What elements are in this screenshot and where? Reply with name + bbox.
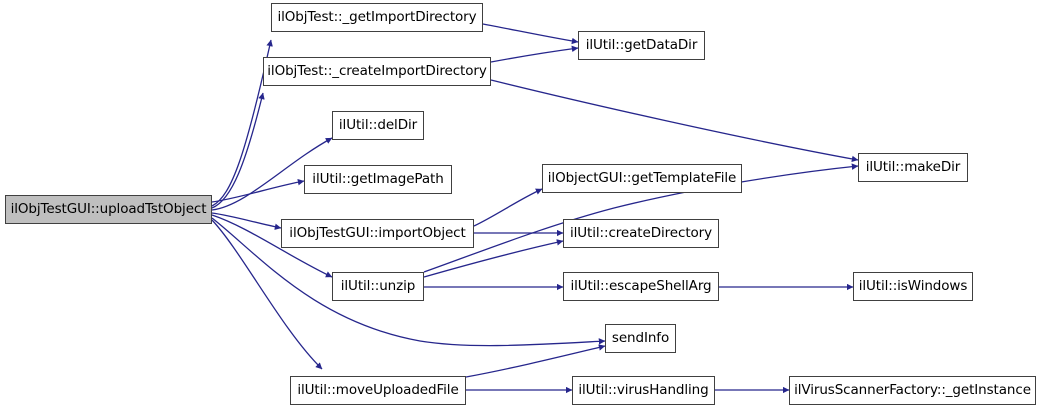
call-edge-createImportDirectory-to-makeDir — [490, 79, 859, 163]
graph-node-getImportDirectory[interactable]: ilObjTest::_getImportDirectory — [271, 3, 483, 32]
graph-node-importObject[interactable]: ilObjTestGUI::importObject — [281, 219, 474, 248]
call-edge-unzip-to-createDirectory — [423, 239, 564, 278]
call-edge-importObject-to-getTemplateFile — [473, 188, 543, 227]
graph-node-uploadTstObject[interactable]: ilObjTestGUI::uploadTstObject — [5, 195, 212, 224]
graph-node-createDirectory[interactable]: ilUtil::createDirectory — [563, 219, 719, 248]
graph-node-sendInfo[interactable]: sendInfo — [605, 324, 676, 353]
call-edge-unzip-to-makeDir — [423, 163, 859, 273]
graph-node-virusHandling[interactable]: ilUtil::virusHandling — [572, 376, 715, 405]
call-edge-uploadTstObject-to-sendInfo — [211, 217, 606, 347]
graph-node-unzip[interactable]: ilUtil::unzip — [332, 272, 424, 301]
graph-node-getInstance[interactable]: ilVirusScannerFactory::_getInstance — [789, 376, 1036, 405]
call-edge-getImportDirectory-to-getDataDir — [482, 23, 579, 45]
call-edge-uploadTstObject-to-unzip — [211, 214, 333, 278]
graph-node-getDataDir[interactable]: ilUtil::getDataDir — [578, 31, 705, 60]
graph-node-moveUploadedFile[interactable]: ilUtil::moveUploadedFile — [290, 376, 466, 405]
graph-node-getTemplateFile[interactable]: ilObjectGUI::getTemplateFile — [542, 164, 742, 193]
graph-node-escapeShellArg[interactable]: ilUtil::escapeShellArg — [563, 272, 719, 301]
call-edge-uploadTstObject-to-createImportDirectory — [211, 92, 265, 209]
graph-node-isWindows[interactable]: ilUtil::isWindows — [853, 272, 973, 301]
call-edge-uploadTstObject-to-moveUploadedFile — [211, 219, 323, 370]
call-edge-uploadTstObject-to-delDir — [211, 137, 333, 211]
graph-node-makeDir[interactable]: ilUtil::makeDir — [858, 153, 968, 182]
call-edge-createImportDirectory-to-getDataDir — [490, 45, 579, 63]
graph-node-getImagePath[interactable]: ilUtil::getImagePath — [304, 165, 452, 194]
call-edge-uploadTstObject-to-getImagePath — [211, 178, 305, 203]
call-edge-moveUploadedFile-to-sendInfo — [465, 344, 606, 378]
graph-node-delDir[interactable]: ilUtil::delDir — [332, 111, 424, 140]
call-edge-uploadTstObject-to-importObject — [211, 212, 282, 230]
graph-node-createImportDirectory[interactable]: ilObjTest::_createImportDirectory — [263, 57, 491, 86]
